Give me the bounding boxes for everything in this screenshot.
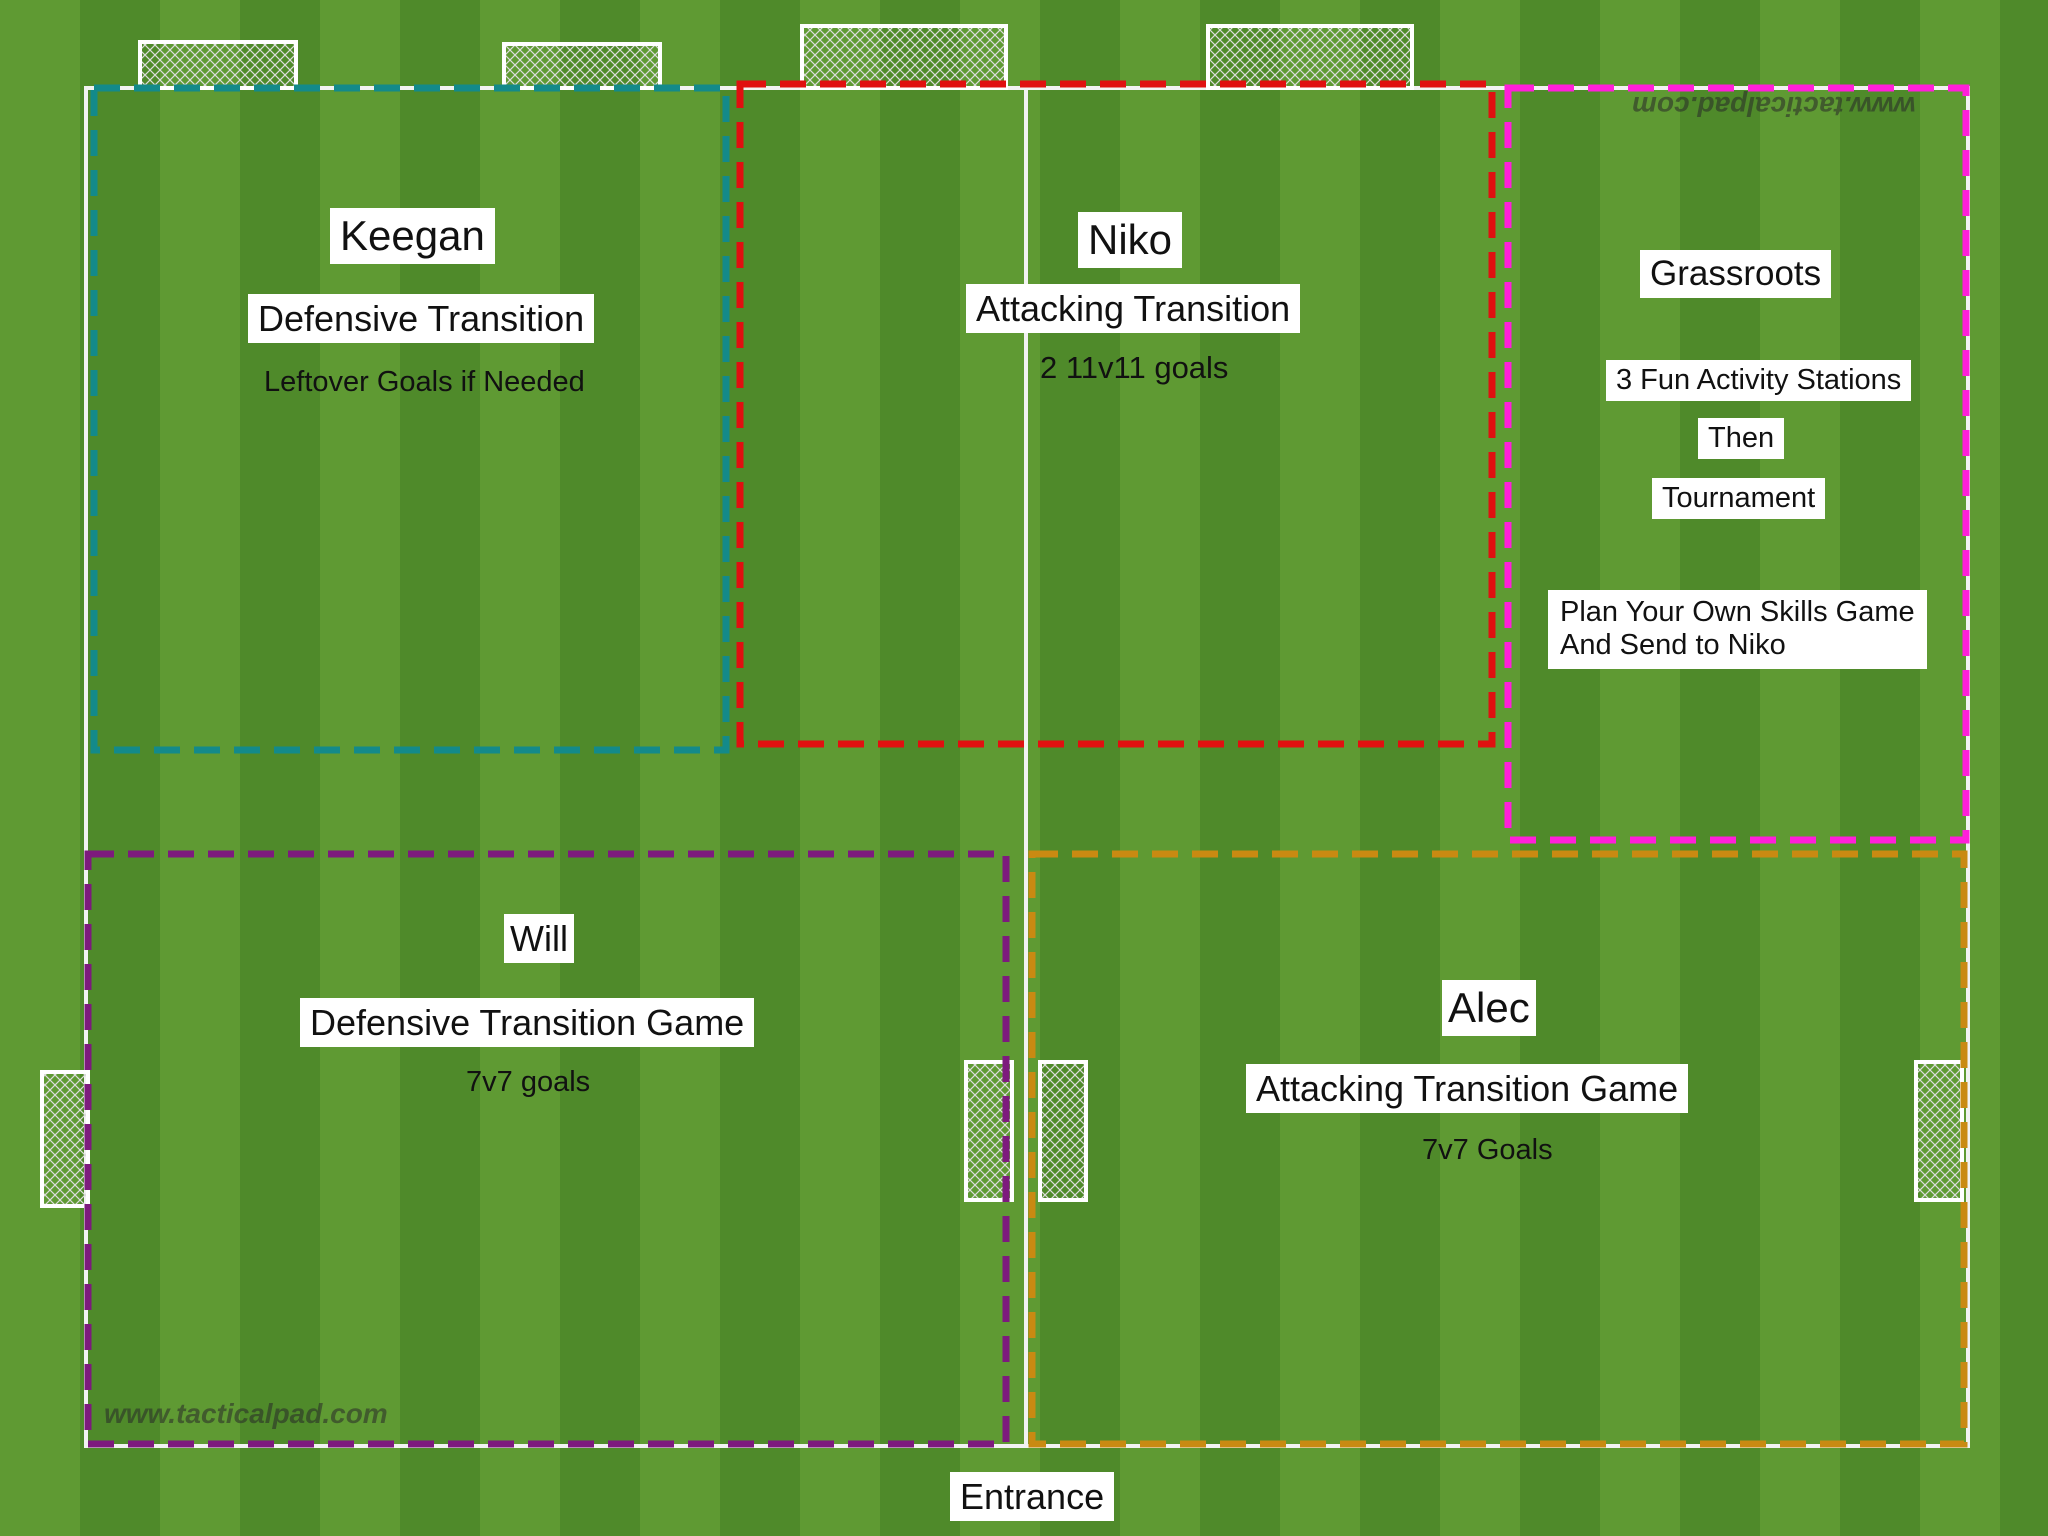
goal-top-4: [1206, 24, 1414, 90]
niko-note: 2 11v11 goals: [1040, 350, 1229, 385]
keegan-activity-label: Defensive Transition: [248, 294, 595, 344]
grassroots-note-line-2: And Send to Niko: [1560, 629, 1786, 662]
zone-will: [84, 850, 1010, 1448]
goal-top-1: [138, 40, 298, 90]
grassroots-note: Plan Your Own Skills Game And Send to Ni…: [1548, 590, 1927, 669]
alec-coach-label: Alec: [1442, 980, 1536, 1037]
zone-grassroots: [1504, 84, 1970, 844]
grassroots-line-1: 3 Fun Activity Stations: [1606, 360, 1912, 402]
keegan-coach-label: Keegan: [330, 208, 495, 265]
watermark-top: www.tacticalpad.com: [1632, 91, 1916, 122]
grassroots-title-label: Grassroots: [1640, 250, 1832, 299]
will-activity-label: Defensive Transition Game: [300, 998, 755, 1048]
grassroots-line-3: Tournament: [1652, 478, 1826, 520]
will-coach-label: Will: [504, 914, 574, 964]
training-zones: [84, 80, 1970, 1448]
goal-mid-right: [1038, 1060, 1088, 1202]
zone-alec: [1028, 850, 1968, 1448]
goal-top-2: [502, 42, 662, 90]
grassroots-note-line-1: Plan Your Own Skills Game: [1560, 596, 1915, 628]
entrance-label: Entrance: [950, 1472, 1115, 1522]
watermark-bottom: www.tacticalpad.com: [104, 1398, 388, 1429]
alec-note: 7v7 Goals: [1422, 1134, 1553, 1166]
goal-top-3: [800, 24, 1008, 90]
goal-right: [1914, 1060, 1964, 1202]
zone-niko: [736, 80, 1496, 748]
niko-activity-label: Attacking Transition: [966, 284, 1301, 334]
keegan-note: Leftover Goals if Needed: [264, 366, 585, 398]
will-note: 7v7 goals: [466, 1066, 591, 1098]
goal-left: [40, 1070, 90, 1208]
goals: [40, 24, 1964, 1208]
zone-keegan: [90, 84, 730, 754]
niko-coach-label: Niko: [1078, 212, 1183, 269]
alec-activity-label: Attacking Transition Game: [1246, 1064, 1689, 1114]
grassroots-line-2: Then: [1698, 418, 1785, 460]
